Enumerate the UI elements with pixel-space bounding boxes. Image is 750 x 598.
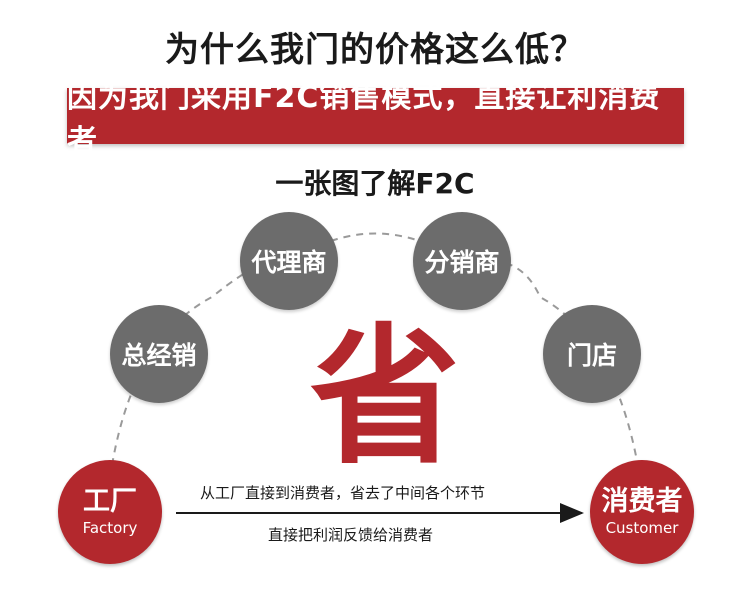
customer-circle: 消费者 Customer (590, 460, 694, 564)
customer-label: 消费者 (601, 486, 683, 517)
factory-circle: 工厂 Factory (58, 460, 162, 564)
node-label: 代理商 (251, 248, 327, 277)
node-label: 分销商 (424, 248, 500, 277)
factory-label: 工厂 (83, 486, 137, 517)
factory-label-en: Factory (82, 519, 138, 537)
node-label: 总经销 (121, 341, 197, 370)
arrow-bottom-text: 直接把利润反馈给消费者 (268, 526, 434, 544)
node-fenxiaoshang: 分销商 (413, 212, 511, 310)
node-label: 门店 (566, 341, 617, 370)
page-title: 为什么我门的价格这么低？ (165, 30, 585, 70)
center-save-character: 省 (310, 311, 461, 485)
subtitle: 一张图了解F2C (275, 167, 475, 200)
arrow-top-text: 从工厂直接到消费者，省去了中间各个环节 (200, 484, 486, 502)
node-dailishang: 代理商 (240, 212, 338, 310)
node-zongjingxiao: 总经销 (110, 305, 208, 403)
customer-label-en: Customer (605, 519, 679, 537)
node-mendian: 门店 (543, 305, 641, 403)
